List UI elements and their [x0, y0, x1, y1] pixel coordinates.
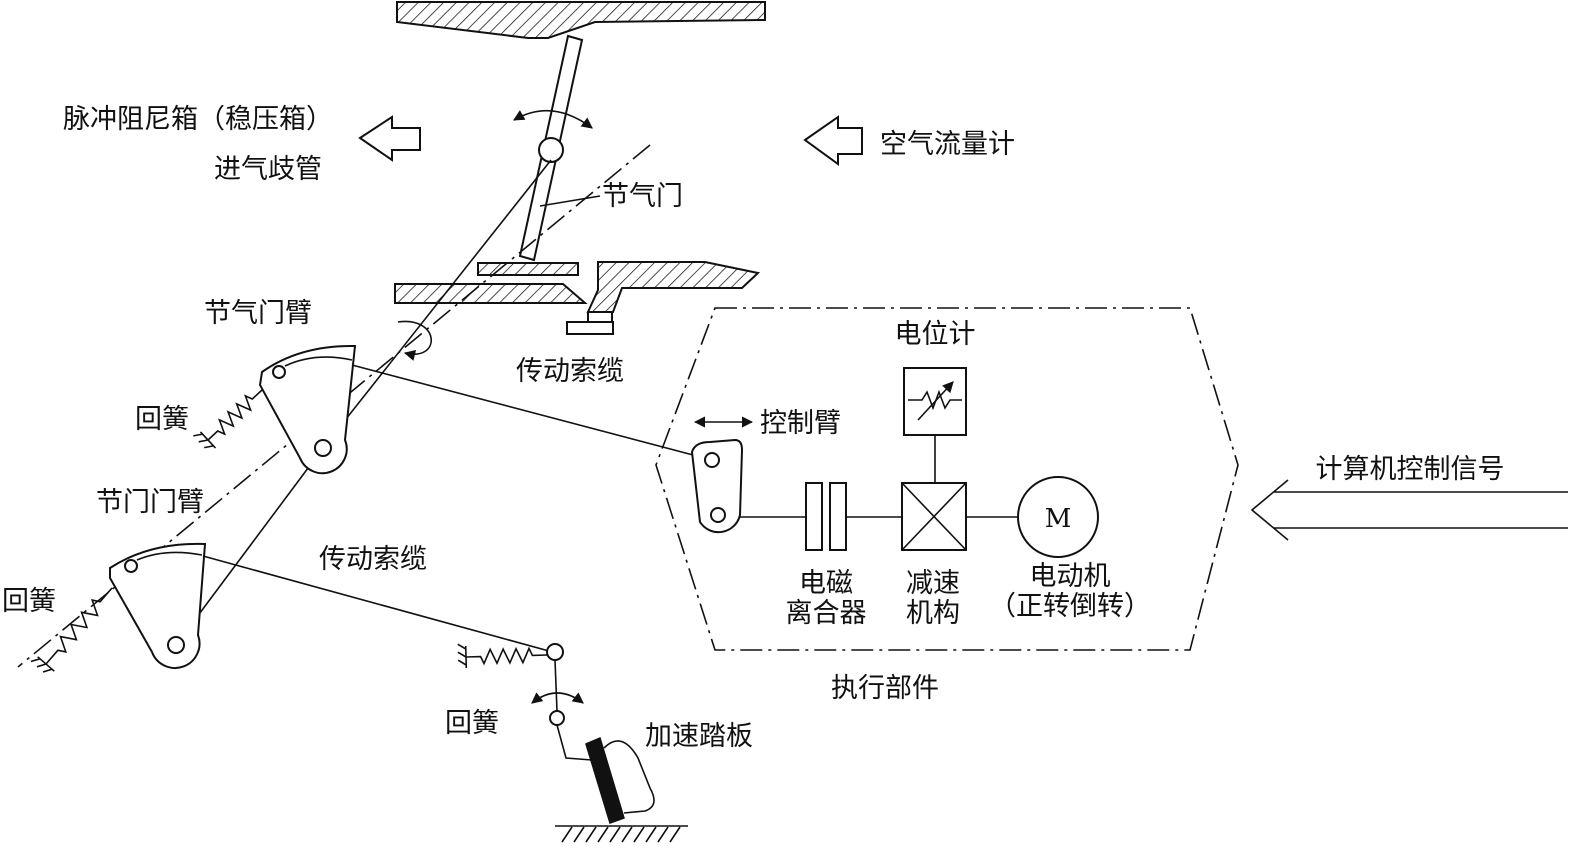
throttle-arm-lower-pin-top: [124, 559, 138, 573]
potentiometer-label: 电位计: [895, 319, 976, 350]
throttle-arm-upper: [258, 344, 357, 475]
control-arm: [690, 438, 744, 534]
throttle-arm-upper-pin-top: [272, 365, 286, 379]
cable-to-pedal: [202, 555, 550, 652]
pedal-upper-pin: [546, 643, 564, 661]
return-spring-lower: [45, 587, 113, 665]
reducer-label-line2: 机构: [906, 598, 960, 629]
intake-manifold-label: 进气歧管: [214, 154, 322, 185]
clutch-label-line2: 离合器: [786, 598, 867, 629]
pedal-lower-pin: [549, 710, 565, 726]
pedal-rod: [554, 659, 558, 712]
throttle-arm-upper-pin-bottom: [314, 439, 332, 457]
actuator-group-label: 执行部件: [831, 673, 939, 704]
motor-symbol-letter: M: [1045, 504, 1072, 534]
air-flow-arrow: [803, 115, 863, 166]
accelerator-pedal: [585, 736, 625, 824]
throttle-arm-lower-label: 节门门臂: [96, 487, 204, 518]
throttle-pivot: [538, 137, 564, 163]
throttle-body-stem: [587, 311, 613, 323]
return-spring-pedal: [465, 646, 548, 666]
return-spring-upper: [207, 389, 263, 441]
spring-pedal-label: 回簧: [445, 708, 499, 739]
ground-lower-spring: [30, 656, 55, 673]
throttle-arm-upper-groove: [284, 356, 353, 367]
cable-lower-label: 传动索缆: [319, 544, 427, 575]
ground-upper-spring: [193, 431, 217, 449]
throttle-valve-label: 节气门: [602, 181, 683, 212]
control-arm-pin-bottom: [710, 507, 726, 523]
potentiometer-wiper-arrow: [917, 381, 954, 421]
throttle-arm-label: 节气门臂: [204, 298, 312, 329]
throttle-rotation-arrow: [513, 109, 593, 129]
cable-upper-label: 传动索缆: [516, 356, 624, 387]
motor-label-line1: 电动机: [1030, 561, 1111, 592]
intake-flow-arrow-left: [358, 115, 421, 162]
spring-lower-label: 回簧: [2, 586, 56, 617]
spring-upper-label: 回簧: [135, 404, 189, 435]
reduction-gear-cross-b: [901, 482, 967, 551]
surge-tank-label: 脉冲阻尼箱（稳压箱）: [63, 104, 333, 135]
throttle-leader-line: [539, 195, 601, 207]
actuator-boundary: [655, 307, 1239, 651]
clutch-label-line1: 电磁: [799, 568, 853, 599]
computer-signal-label: 计算机控制信号: [1316, 454, 1505, 485]
throttle-body-lower-wall-left: [394, 283, 588, 304]
throttle-body-top-wall: [396, 1, 766, 39]
throttle-arm-lower-pin-bottom: [167, 636, 185, 654]
throttle-body-lower-wall-right: [586, 261, 761, 313]
clutch-plate-left: [805, 482, 823, 551]
pedal-lever: [556, 724, 593, 761]
cable-to-control-arm: [351, 364, 713, 461]
clutch-plate-right: [829, 482, 847, 551]
driver-foot: [603, 740, 655, 814]
reducer-label-line1: 减速: [906, 568, 960, 599]
throttle-body-base: [566, 321, 614, 335]
throttle-body-strip: [477, 262, 579, 276]
control-arm-label: 控制臂: [760, 408, 841, 439]
throttle-arm-lower: [109, 542, 207, 669]
axis-rotation-arrow: [397, 320, 432, 361]
pedal-swing-arrow: [531, 692, 584, 704]
computer-signal-arrow: [1250, 479, 1568, 541]
throttle-link-rod-upper: [322, 159, 552, 449]
motor-symbol: [1017, 476, 1099, 558]
throttle-arm-lower-groove: [136, 551, 203, 561]
ground-pedal-spring: [457, 643, 468, 669]
control-arm-pin-top: [704, 452, 720, 468]
floor-hatch: [561, 826, 681, 843]
motor-label-line2: （正转倒转）: [989, 591, 1151, 622]
air-flow-meter-label: 空气流量计: [880, 129, 1015, 160]
accelerator-pedal-label: 加速踏板: [645, 721, 753, 752]
